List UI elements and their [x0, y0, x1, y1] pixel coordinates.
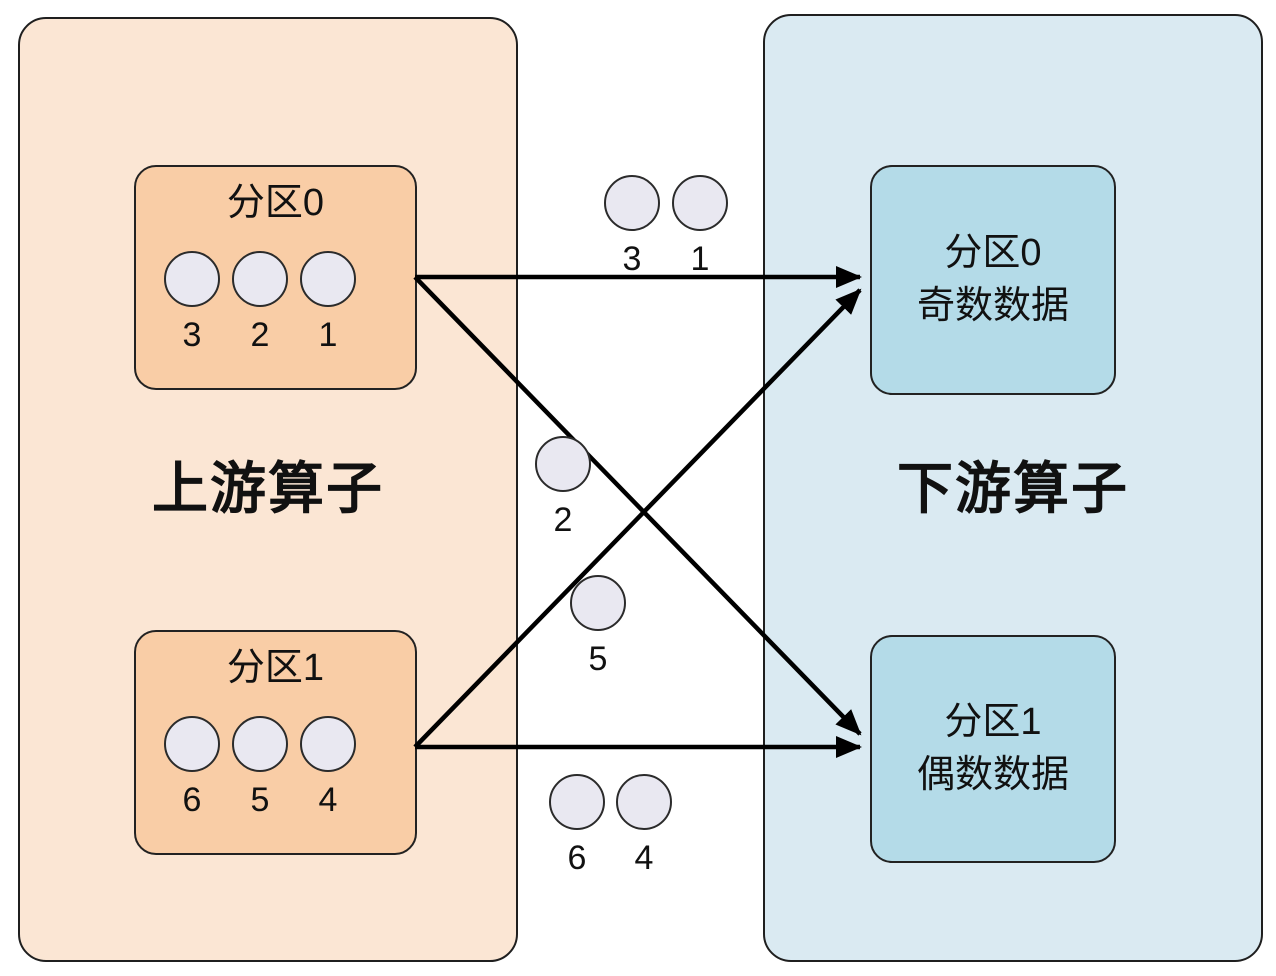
- record-value: 5: [250, 781, 270, 819]
- record-value: 2: [553, 501, 573, 539]
- record-circle: [616, 774, 672, 830]
- record-circle: [300, 251, 356, 307]
- record-value: 5: [588, 640, 608, 678]
- record-circle: [164, 716, 220, 772]
- record-value: 2: [250, 316, 270, 354]
- inflight-record-3: 3: [604, 175, 660, 279]
- record-item: 6: [164, 716, 220, 820]
- record-value: 6: [182, 781, 202, 819]
- record-circle: [570, 575, 626, 631]
- downstream-partition-0-label: 分区0: [944, 232, 1042, 274]
- record-circle: [232, 716, 288, 772]
- record-circle: [300, 716, 356, 772]
- inflight-record-2: 2: [535, 436, 591, 540]
- upstream-partition-0-records: 3 2 1: [164, 251, 415, 355]
- record-value: 6: [567, 839, 587, 877]
- downstream-operator-box: 下游算子 分区0 奇数数据 分区1 偶数数据: [763, 14, 1263, 962]
- record-circle: [535, 436, 591, 492]
- record-circle: [549, 774, 605, 830]
- record-item: 2: [232, 251, 288, 355]
- upstream-partition-1-box: 分区1 6 5 4: [134, 630, 417, 855]
- record-value: 4: [634, 839, 654, 877]
- record-circle: [672, 175, 728, 231]
- record-value: 3: [622, 240, 642, 278]
- inflight-record-4: 4: [616, 774, 672, 878]
- record-circle: [232, 251, 288, 307]
- record-item: 1: [300, 251, 356, 355]
- record-value: 1: [318, 316, 338, 354]
- downstream-partition-0-box: 分区0 奇数数据: [870, 165, 1116, 395]
- upstream-partition-0-label: 分区0: [226, 182, 325, 224]
- record-item: 5: [232, 716, 288, 820]
- record-circle: [604, 175, 660, 231]
- upstream-operator-box: 上游算子 分区0 3 2 1 分区1: [18, 17, 518, 962]
- downstream-partition-0-sublabel: 奇数数据: [916, 285, 1069, 327]
- upstream-partition-1-records: 6 5 4: [164, 716, 415, 820]
- inflight-record-6: 6: [549, 774, 605, 878]
- upstream-partition-1-label: 分区1: [226, 647, 325, 689]
- downstream-partition-1-sublabel: 偶数数据: [916, 754, 1069, 796]
- inflight-record-5: 5: [570, 575, 626, 679]
- record-value: 4: [318, 781, 338, 819]
- downstream-partition-1-label: 分区1: [944, 701, 1042, 743]
- downstream-partition-1-box: 分区1 偶数数据: [870, 635, 1116, 863]
- record-value: 3: [182, 316, 202, 354]
- record-value: 1: [690, 240, 710, 278]
- upstream-operator-title: 上游算子: [152, 457, 384, 520]
- record-item: 4: [300, 716, 356, 820]
- inflight-record-1: 1: [672, 175, 728, 279]
- downstream-operator-title: 下游算子: [897, 457, 1129, 520]
- record-circle: [164, 251, 220, 307]
- upstream-partition-0-box: 分区0 3 2 1: [134, 165, 417, 390]
- record-item: 3: [164, 251, 220, 355]
